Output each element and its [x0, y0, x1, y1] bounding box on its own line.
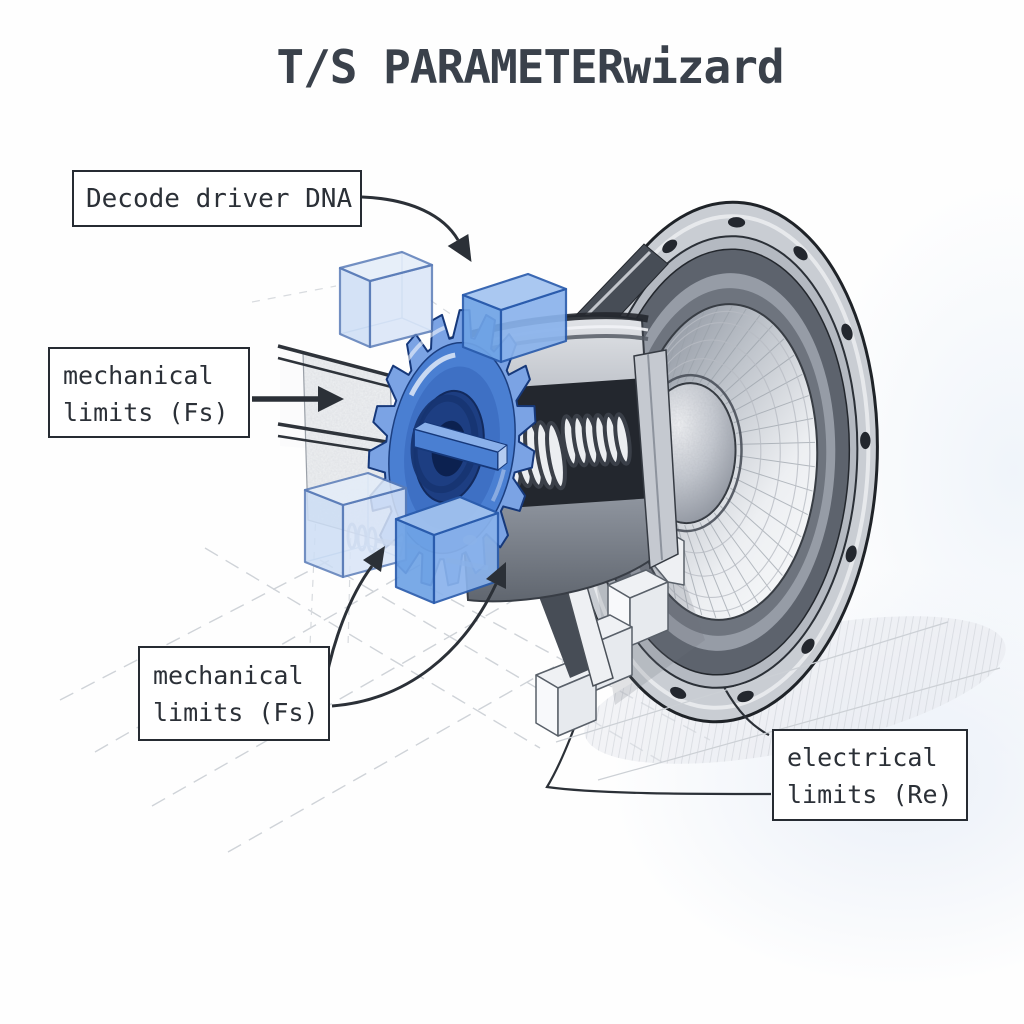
cone-rib [725, 354, 795, 405]
page-title: T/S PARAMETERwizard [276, 40, 784, 94]
cube-face [394, 495, 500, 537]
parameter-cube [461, 272, 568, 364]
flange-bolt [845, 545, 857, 563]
cone-rib [737, 441, 816, 445]
parameter-cube [394, 495, 500, 605]
mech-bottom-arrowhead [486, 562, 506, 589]
cube-face [461, 272, 568, 312]
coil-ring [613, 412, 632, 466]
cone-rib [733, 395, 809, 424]
cone-rib [691, 524, 731, 617]
cone-rib [706, 518, 759, 604]
grid-line [251, 285, 337, 303]
pointer-end [497, 444, 508, 471]
cone-rib [691, 305, 733, 382]
cone-rib [719, 505, 783, 576]
callout-label-line: mechanical [153, 661, 304, 690]
step-side [557, 671, 597, 737]
callout-decode-driver-dna: Decode driver DNA [72, 170, 362, 227]
callout-electrical-limits: electrical limits (Re) [772, 729, 968, 821]
cone-rib [736, 417, 813, 434]
cone-rib [683, 307, 719, 382]
step [535, 659, 597, 737]
cone-rib [669, 320, 691, 388]
decode-arrowhead [447, 234, 472, 262]
cone-rib [725, 497, 794, 558]
cone-rib [736, 466, 813, 492]
front-cap-line [647, 353, 663, 561]
speaker-shadow [584, 616, 1006, 764]
mech-bottom-arrow-curve [331, 583, 498, 708]
cube-face [338, 250, 434, 283]
leader-line [723, 686, 770, 736]
callout-label-line: limits (Fs) [63, 398, 229, 427]
callout-arrows [252, 195, 506, 708]
floor-edge [597, 667, 1001, 781]
callout-label: Decode driver DNA [86, 183, 353, 214]
callout-label-line: electrical [787, 743, 938, 772]
cone-rib [684, 524, 717, 618]
flange-bolt [727, 217, 746, 228]
decode-arrow-curve [361, 195, 460, 241]
cone-rib [713, 512, 772, 592]
cube-face [303, 471, 408, 507]
grid-line [319, 559, 663, 763]
callout-mechanical-limits-top: mechanical limits (Fs) [48, 347, 250, 438]
cone-rib [699, 308, 747, 383]
mech-top-arrowhead [318, 386, 344, 412]
cone-rib [713, 325, 773, 391]
callout-label-line: mechanical [63, 361, 214, 390]
parameter-cube [303, 471, 408, 579]
cone-rib [676, 312, 705, 385]
callout-label-line: limits (Re) [787, 780, 953, 809]
cone-rib [719, 338, 785, 397]
flange-bolt [670, 686, 687, 699]
cone-rib [729, 373, 803, 414]
parameter-cube [338, 250, 434, 349]
flange-bolt [841, 323, 853, 341]
flange-bolt [860, 431, 871, 450]
gear-pointer [413, 421, 508, 471]
parameter-cubes [303, 250, 568, 605]
grid-line [204, 547, 541, 749]
flange-bolt [662, 239, 678, 254]
coil-ring [545, 420, 567, 491]
callout-label-line: limits (Fs) [153, 698, 319, 727]
cone-rib [733, 477, 809, 516]
cone-rib [699, 522, 745, 612]
flange-bolt [793, 246, 808, 261]
callout-mechanical-limits-bottom: mechanical limits (Fs) [138, 646, 330, 741]
flange-bolt [737, 690, 754, 703]
cone-rib [737, 455, 815, 468]
shadow-hatch [584, 616, 1006, 764]
floor-edge [555, 621, 949, 743]
mech-bottom-arrowhead [363, 546, 385, 572]
flange-bolt [801, 638, 815, 654]
cone-rib [706, 314, 761, 386]
grid-line [59, 559, 331, 701]
cone-rib [730, 487, 802, 538]
